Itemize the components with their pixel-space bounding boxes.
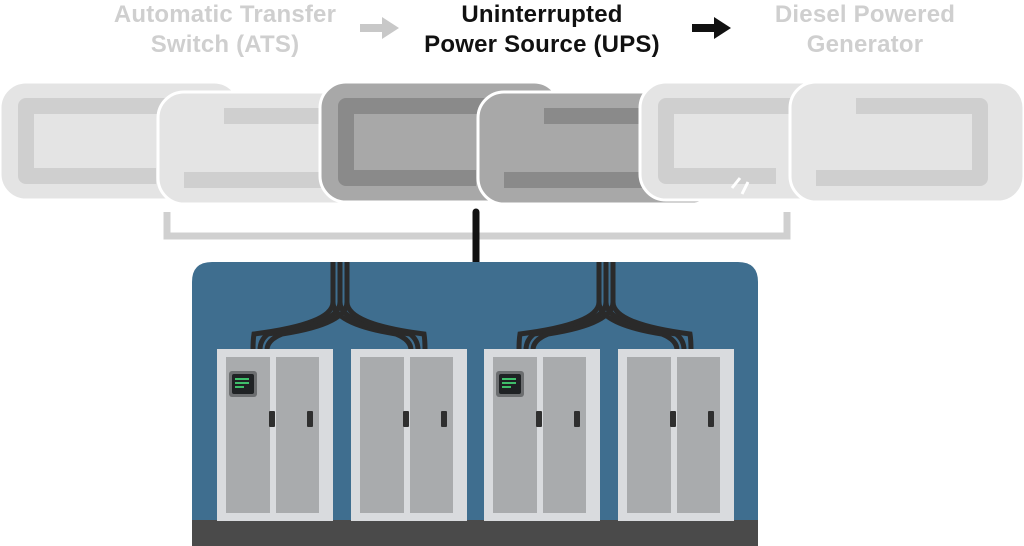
stage-label-line: Generator [806, 31, 924, 58]
door-handle [536, 411, 542, 427]
cabinet-door [627, 357, 671, 513]
door-handle [269, 411, 275, 427]
cable [264, 262, 350, 351]
stage-label-ups: Uninterrupted Power Source (UPS) [392, 0, 692, 60]
stage-label-ats: Automatic Transfer Switch (ATS) [80, 0, 370, 60]
chain-link-groove [658, 98, 816, 184]
display-text-line [235, 378, 249, 380]
ups-cabinet [618, 349, 734, 521]
cable-bundle [250, 262, 428, 351]
door-handle [574, 411, 580, 427]
door-gap [407, 357, 410, 513]
room-floor [192, 520, 758, 546]
chain-link [788, 80, 1024, 204]
chain-bracket [163, 208, 791, 266]
arrow-right-icon [360, 17, 399, 39]
server-room-illustration [192, 262, 758, 546]
cabinet-door [360, 357, 404, 513]
ups-cabinet [351, 349, 467, 521]
process-flow-header: Automatic Transfer Switch (ATS) Uninterr… [0, 0, 1024, 64]
stage-label-line: Power Source (UPS) [424, 31, 660, 58]
cabinet-door [409, 357, 453, 513]
ups-cabinet [484, 349, 600, 521]
door-gap [540, 357, 543, 513]
display-text-line [502, 382, 516, 384]
chain-links [0, 80, 1024, 206]
cable [250, 262, 336, 351]
cabinet-door [676, 357, 720, 513]
cable [516, 262, 602, 351]
arrow-right-icon [692, 17, 731, 39]
door-gap [273, 357, 276, 513]
ups-cabinet [217, 349, 333, 521]
cable [610, 262, 694, 351]
display-text-line [235, 386, 244, 388]
cabinet-door [542, 357, 586, 513]
cable [530, 262, 616, 351]
door-gap [674, 357, 677, 513]
cable [523, 262, 609, 351]
display-text-line [235, 382, 249, 384]
display-text-line [502, 378, 516, 380]
door-handle [670, 411, 676, 427]
door-handle [708, 411, 714, 427]
stage-label-line: Uninterrupted [461, 1, 623, 28]
stage-label-generator: Diesel Powered Generator [735, 0, 995, 60]
cabinet-door [275, 357, 319, 513]
cable [257, 262, 343, 351]
door-handle [441, 411, 447, 427]
door-handle [403, 411, 409, 427]
door-handle [307, 411, 313, 427]
chain-link-groove [816, 98, 988, 186]
stage-label-line: Automatic Transfer [113, 1, 337, 28]
cable-bundle [516, 262, 694, 351]
chain-break-mark [730, 177, 750, 195]
chain-link-groove [338, 98, 516, 186]
chain-link-groove [18, 98, 196, 184]
stage-label-line: Diesel Powered [774, 1, 956, 28]
stage-label-line: Switch (ATS) [150, 31, 300, 58]
room-background [192, 262, 758, 546]
cable [344, 262, 428, 351]
display-text-line [502, 386, 511, 388]
